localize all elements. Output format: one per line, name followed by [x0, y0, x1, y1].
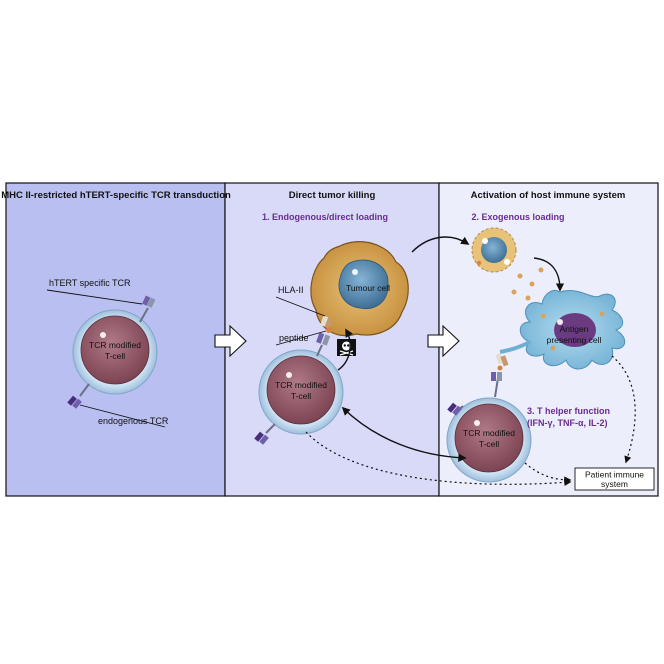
antigen-particle	[471, 227, 517, 273]
hla-label: HLA-II	[278, 285, 304, 295]
tcell-label-line1: TCR modified	[463, 428, 515, 438]
arrow-icon	[214, 324, 247, 358]
patient-immune-box	[574, 467, 655, 491]
htert-tcr-leader	[46, 289, 143, 305]
htert-tcr-label: hTERT specific TCR	[49, 278, 131, 288]
skull-icon	[337, 339, 356, 356]
tcell-label-line2: T-cell	[291, 391, 311, 401]
arrow-icon	[427, 324, 460, 358]
panel-title-host-activation: Activation of host immune system	[471, 190, 626, 201]
patient-label-line1: Patient immune	[585, 470, 644, 480]
tcell-label-line1: TCR modified	[275, 380, 327, 390]
tumour-to-exogenous-arrow	[411, 236, 470, 253]
apc-label-line1: Antigen	[560, 324, 589, 334]
tcell-panel1: TCR modified T-cell	[72, 309, 158, 395]
tcell-label-line2: T-cell	[105, 351, 125, 361]
hla-leader	[275, 296, 326, 317]
tcell-label-line1: TCR modified	[89, 340, 141, 350]
apc-mhc-complex	[495, 353, 509, 371]
apc-label-line2: presenting cell	[547, 335, 602, 345]
tumour-label: Tumour cell	[346, 283, 390, 293]
apc-to-patient-dotted-arrow	[611, 355, 636, 464]
tcell-to-patient-dotted-arrow	[305, 431, 572, 487]
panel-title-direct-killing: Direct tumor killing	[289, 190, 376, 201]
tcell-panel3: TCR modified T-cell	[446, 372, 532, 483]
antigen-presenting-cell: Antigen presenting cell	[499, 290, 626, 370]
bidirectional-tcell-arrow	[341, 406, 467, 462]
htert-tcr-receptor	[139, 295, 156, 323]
uptake-arrow	[533, 257, 565, 292]
killing-arrow	[337, 328, 353, 371]
peptide-leader	[275, 330, 327, 346]
endogenous-tcr-receptor	[67, 383, 90, 409]
step-2-label: 2. Exogenous loading	[471, 212, 564, 222]
tcell-label-line2: T-cell	[479, 439, 499, 449]
peptide-label: peptide	[279, 333, 309, 343]
endogenous-tcr-label: endogenous TCR	[98, 416, 169, 426]
tumour-cell: Tumour cell	[310, 241, 409, 337]
hla-peptide-complex	[316, 315, 334, 346]
panel-title-transduction: MHC II-restricted hTERT-specific TCR tra…	[1, 190, 231, 201]
step-3-label-line1: 3. T helper function	[527, 406, 610, 416]
endogenous-tcr-leader	[79, 404, 166, 428]
floating-peptides	[511, 267, 544, 301]
step-3-label-line2: (IFN-γ, TNF-α, IL-2)	[527, 418, 608, 428]
panel-direct-killing	[224, 182, 440, 497]
tcell-panel2: TCR modified T-cell	[254, 344, 344, 445]
tcell3-to-patient-dotted-arrow	[524, 462, 572, 484]
step-1-label: 1. Endogenous/direct loading	[262, 212, 388, 222]
patient-label-line2: system	[601, 479, 628, 489]
